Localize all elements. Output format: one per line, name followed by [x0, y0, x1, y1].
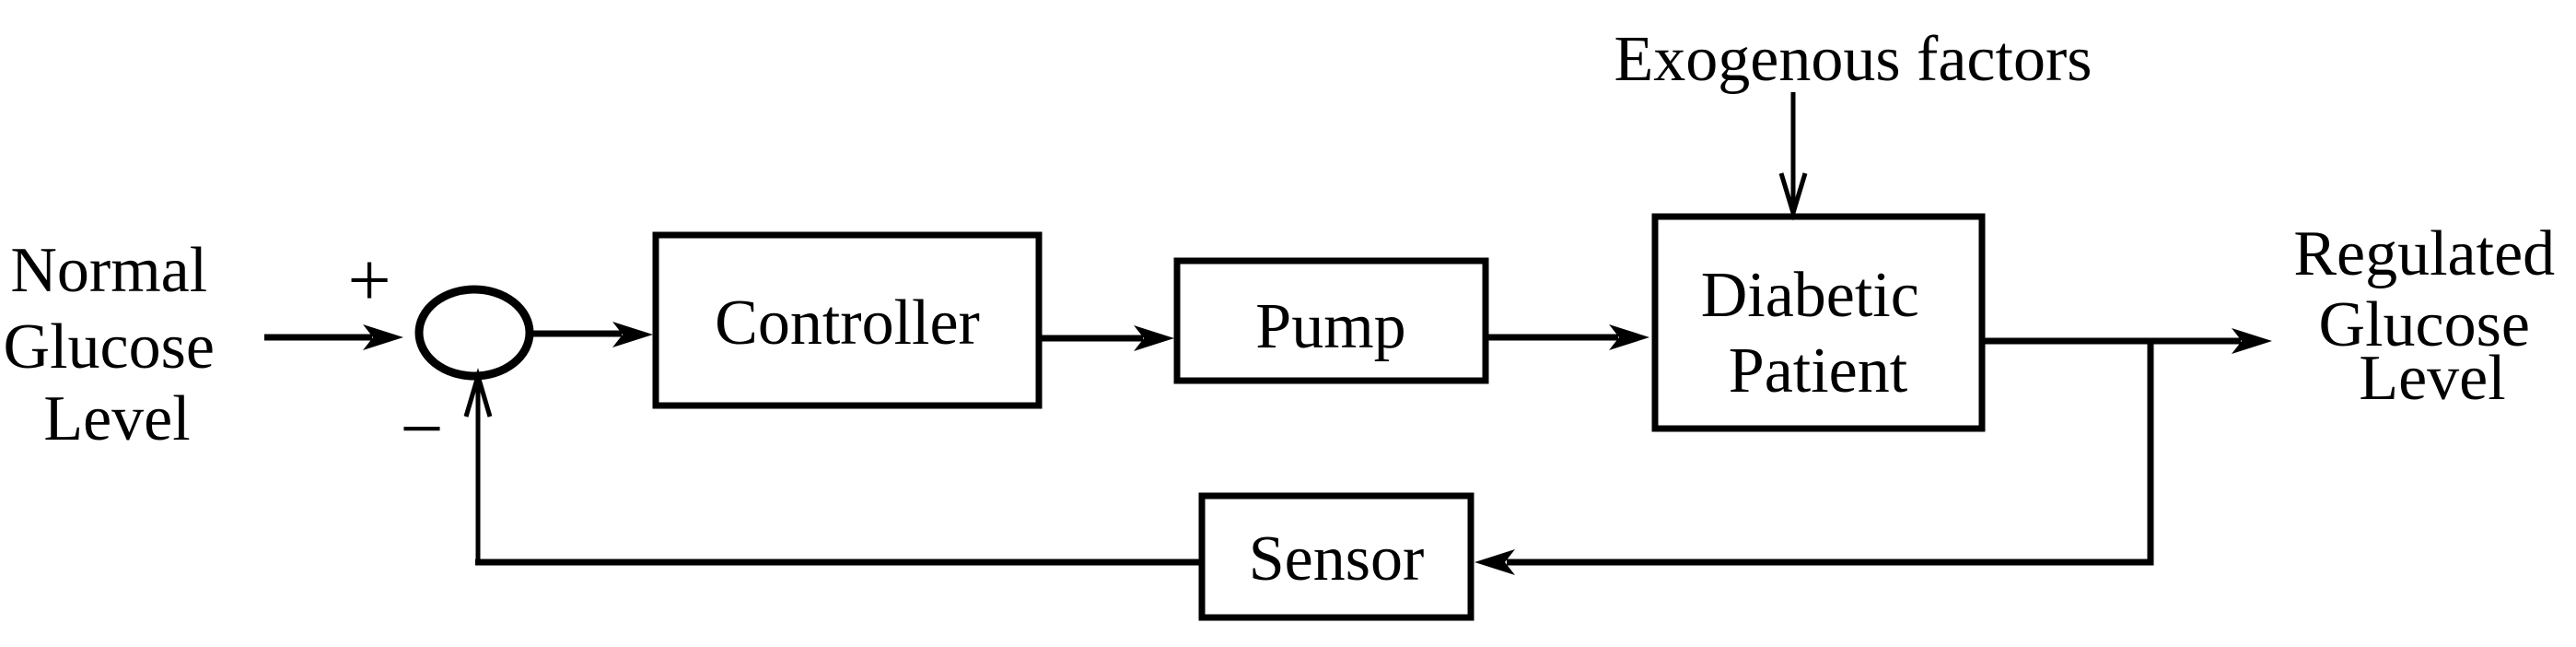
exogenous-down-arrow	[1778, 92, 1808, 221]
sensor-to-sum-feedback	[463, 368, 1202, 566]
sensor-input-arrowhead	[1474, 549, 1515, 575]
pump-to-patient-arrow	[1486, 324, 1649, 350]
exogenous-arrowhead	[1778, 172, 1808, 221]
output-arrow	[1982, 328, 2272, 354]
summing-junction	[414, 285, 534, 381]
controller-block: Controller	[652, 231, 1043, 409]
feedback-up-arrowhead	[463, 368, 493, 418]
sensor-block: Sensor	[1198, 492, 1474, 621]
setpoint-arrow	[264, 324, 403, 350]
patient-line-1: Diabetic	[1701, 260, 1919, 331]
exogenous-factors-label: Exogenous factors	[1614, 24, 2092, 95]
output-line-2: Glucose	[2319, 289, 2530, 360]
pump-to-patient-arrowhead	[1609, 324, 1649, 350]
diabetic-patient-label: Diabetic Patient	[1701, 260, 1936, 406]
error-to-controller-arrow	[531, 322, 653, 347]
sensor-label: Sensor	[1249, 523, 1425, 594]
diabetic-patient-box	[1651, 213, 1986, 432]
pump-box	[1173, 257, 1489, 384]
normal-glucose-level-label: Normal Glucose Level	[4, 235, 231, 454]
patient-line-2: Patient	[1729, 335, 1908, 406]
output-arrowhead	[2232, 328, 2272, 354]
controller-label: Controller	[715, 288, 980, 359]
controller-box	[652, 231, 1043, 409]
setpoint-line-1: Normal	[10, 235, 207, 306]
setpoint-line-3: Level	[43, 383, 190, 454]
plus-sign: +	[347, 238, 390, 324]
output-line-1: Regulated	[2293, 218, 2555, 289]
controller-to-pump-arrowhead	[1134, 325, 1174, 351]
feedback-branch-to-sensor	[1474, 341, 2154, 575]
controller-to-pump-arrow	[1039, 325, 1174, 351]
pump-block: Pump	[1173, 257, 1489, 384]
minus-sign: −	[400, 386, 443, 472]
pump-label: Pump	[1255, 291, 1405, 362]
diabetic-patient-block: Diabetic Patient	[1651, 213, 1986, 432]
regulated-glucose-level-label: Regulated Glucose Level	[2293, 218, 2570, 414]
setpoint-arrowhead	[363, 324, 403, 350]
sensor-box	[1198, 492, 1474, 621]
setpoint-line-2: Glucose	[4, 312, 215, 382]
error-arrowhead	[612, 322, 653, 347]
feedback-branch-line	[1507, 341, 2154, 566]
output-line-3: Level	[2359, 343, 2505, 414]
